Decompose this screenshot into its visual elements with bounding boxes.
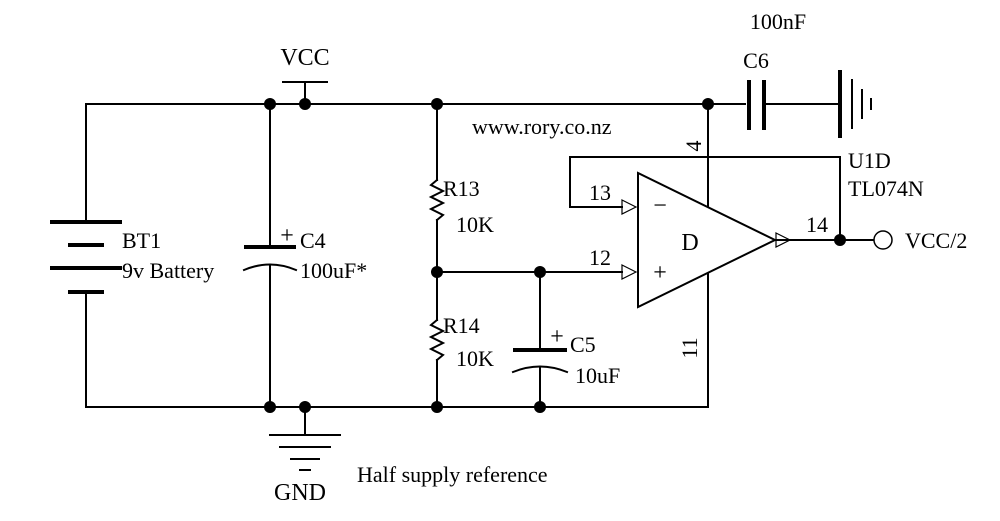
c5-ref: C5: [570, 332, 596, 357]
c6-value: 100nF: [750, 9, 806, 34]
pin12-arrow: [621, 264, 638, 280]
junction-dot: [834, 234, 846, 246]
c5-polarity: +: [550, 324, 564, 350]
pin14-number: 14: [806, 212, 828, 237]
resistor-r13: R13 10K: [428, 103, 494, 273]
caption-label: Half supply reference: [357, 462, 548, 487]
u1d-ref: U1D: [848, 148, 891, 173]
junction-dot: [431, 266, 443, 278]
capacitor-c5: + C5 10uF: [511, 271, 620, 408]
output-label: VCC/2: [905, 228, 967, 253]
junction-dot: [264, 98, 276, 110]
midpoint-net: 12: [436, 245, 638, 280]
vcc-label: VCC: [280, 45, 329, 71]
output-net: 14 VCC/2: [774, 212, 967, 253]
junction-dot: [299, 98, 311, 110]
bt1-value: 9v Battery: [122, 258, 214, 283]
capacitor-c4: + C4 100uF*: [242, 103, 367, 408]
c4-polarity: +: [280, 223, 294, 249]
r14-value: 10K: [456, 346, 494, 371]
feedback-net: 13: [569, 156, 841, 241]
junction-dot: [534, 401, 546, 413]
opamp-body: [637, 171, 778, 309]
junction-dot: [702, 98, 714, 110]
c5-value: 10uF: [575, 363, 620, 388]
pin14-arrow: [775, 232, 792, 248]
u1d-part: TL074N: [848, 176, 924, 201]
junction-dot: [534, 266, 546, 278]
junction-dot: [264, 401, 276, 413]
vcc-net-label: VCC: [280, 45, 330, 105]
opamp-unit-letter: D: [681, 230, 698, 256]
junction-dot: [431, 401, 443, 413]
gnd-label: GND: [274, 480, 326, 506]
opamp-u1d: − + D: [637, 171, 778, 309]
opamp-supply-pins: 4 11: [677, 103, 709, 408]
opamp-inverting-sign: −: [653, 193, 667, 219]
resistor-r14: R14 10K: [428, 271, 494, 408]
pin4-number: 4: [681, 141, 706, 152]
c6-ref: C6: [743, 48, 769, 73]
battery-bt1: BT1 9v Battery: [50, 103, 214, 408]
c4-ref: C4: [300, 228, 326, 253]
junction-dots: [264, 98, 846, 413]
pin13-number: 13: [589, 180, 611, 205]
r14-ref: R14: [443, 313, 480, 338]
capacitor-c6: 100nF C6: [743, 9, 839, 130]
r13-ref: R13: [443, 176, 480, 201]
opamp-noninverting-sign: +: [653, 260, 667, 286]
c4-value: 100uF*: [300, 258, 367, 283]
bt1-ref: BT1: [122, 228, 161, 253]
pin11-number: 11: [677, 337, 702, 358]
junction-dot: [431, 98, 443, 110]
ground-symbol: GND: [269, 406, 341, 506]
website-label: www.rory.co.nz: [472, 114, 612, 139]
r13-value: 10K: [456, 212, 494, 237]
junction-dot: [299, 401, 311, 413]
pin12-number: 12: [589, 245, 611, 270]
pin13-arrow: [621, 199, 638, 215]
output-port-terminal: [873, 230, 893, 250]
c6-ground-symbol: [838, 70, 872, 138]
